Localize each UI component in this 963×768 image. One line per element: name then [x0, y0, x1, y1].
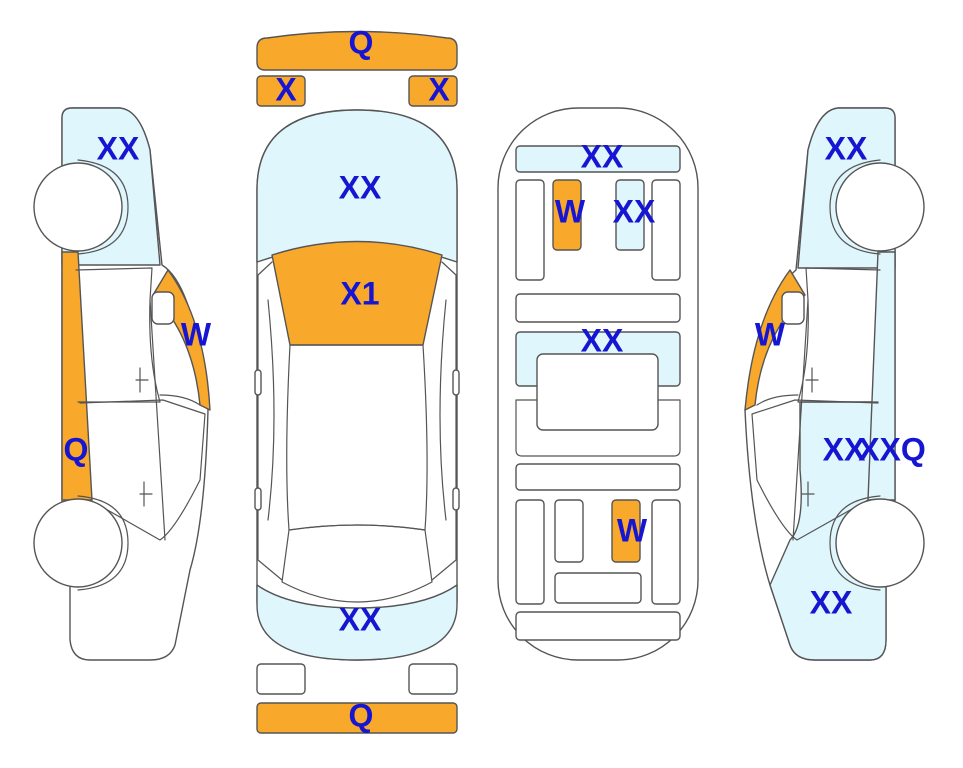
label-right-rocker: XXQ [858, 431, 926, 467]
right-rear-wheel[interactable] [835, 498, 925, 588]
left-side-view [33, 107, 211, 661]
rear-window [281, 524, 433, 603]
label-right-door: XX [823, 431, 866, 467]
taillight-left[interactable] [256, 663, 306, 695]
left-side-window [257, 261, 283, 581]
interior-dashboard[interactable] [515, 145, 681, 173]
left-mirror [151, 291, 175, 325]
right-rear-wheel-arch [829, 495, 881, 591]
label-hood: XX [339, 169, 382, 205]
left-sill-line [159, 394, 201, 406]
label-headlight-left: X [275, 71, 297, 107]
trunk-lid[interactable] [256, 584, 458, 661]
right-front-handle [805, 367, 819, 393]
interior-rear-shelf [554, 572, 642, 604]
taillight-right[interactable] [408, 663, 458, 695]
right-door-seam [751, 399, 879, 541]
label-windshield: X1 [340, 275, 379, 311]
left-rear-wheel[interactable] [33, 498, 123, 588]
interior-rear-left-panel [515, 499, 545, 605]
label-rear-bumper: Q [349, 697, 374, 733]
label-trunk-lid: XX [339, 601, 382, 637]
headlight-right[interactable] [408, 75, 458, 107]
windshield[interactable] [271, 240, 443, 346]
right-mirror-top [452, 369, 460, 396]
right-door-panel[interactable] [769, 401, 887, 661]
interior-view [497, 107, 699, 661]
interior-mid-lower [515, 399, 681, 457]
label-front-bumper: Q [349, 24, 374, 60]
front-bumper[interactable] [256, 30, 458, 71]
interior-rear-seat[interactable] [611, 499, 641, 563]
interior-front-divider [515, 293, 681, 323]
headlight-left[interactable] [256, 75, 306, 107]
label-interior-driver-seat: W [555, 193, 586, 229]
right-rear-handle-top [452, 487, 460, 511]
top-view [254, 30, 460, 734]
label-interior-rear-seat: W [617, 512, 648, 548]
label-headlight-right: X [428, 71, 450, 107]
left-rocker-panel[interactable] [61, 251, 93, 501]
right-mirror [781, 291, 805, 325]
interior-rear-right-panel [651, 499, 681, 605]
left-rear-handle [139, 481, 153, 507]
left-rear-wheel-arch [77, 495, 129, 591]
label-left-rocker: Q [64, 431, 89, 467]
right-front-wheel-arch [829, 159, 881, 255]
label-interior-passenger-seat: XX [613, 193, 656, 229]
interior-driver-seat[interactable] [552, 179, 582, 251]
right-side-view [744, 107, 925, 661]
interior-rear-divider [515, 463, 681, 491]
label-right-front-fender: XX [825, 130, 868, 166]
right-rocker-panel[interactable] [867, 251, 896, 501]
right-door-line [439, 299, 447, 521]
left-front-wheel-arch [77, 159, 129, 255]
interior-passenger-seat[interactable] [615, 179, 645, 251]
damage-labels: Q X X XX X1 XX Q XX W XX XX W XX W Q XX … [64, 24, 926, 733]
interior-roof-panel [536, 353, 659, 431]
label-right-rear-quarter: XX [810, 584, 853, 620]
label-right-a-pillar: W [755, 316, 786, 352]
right-front-wheel[interactable] [835, 162, 925, 252]
label-left-a-pillar: W [181, 316, 212, 352]
left-door-lower [149, 299, 166, 541]
label-interior-dashboard: XX [581, 138, 624, 174]
left-rear-handle-top [254, 487, 262, 511]
right-sill-line [756, 394, 799, 406]
left-front-wheel[interactable] [33, 162, 123, 252]
interior-left-door-panel [515, 179, 545, 281]
interior-trunk [515, 611, 681, 641]
left-mirror-top [254, 369, 262, 396]
left-door-line [267, 299, 275, 521]
right-rear-handle [801, 481, 815, 507]
left-door-seam [79, 399, 206, 541]
label-left-front-fender: XX [97, 130, 140, 166]
interior-rear-left-seat [554, 499, 584, 563]
label-interior-mid-console: XX [581, 322, 624, 358]
interior-right-door-panel [651, 179, 681, 281]
rear-bumper[interactable] [256, 702, 458, 734]
left-front-handle [135, 367, 149, 393]
right-door-lower [792, 299, 809, 541]
right-side-window [431, 261, 457, 581]
